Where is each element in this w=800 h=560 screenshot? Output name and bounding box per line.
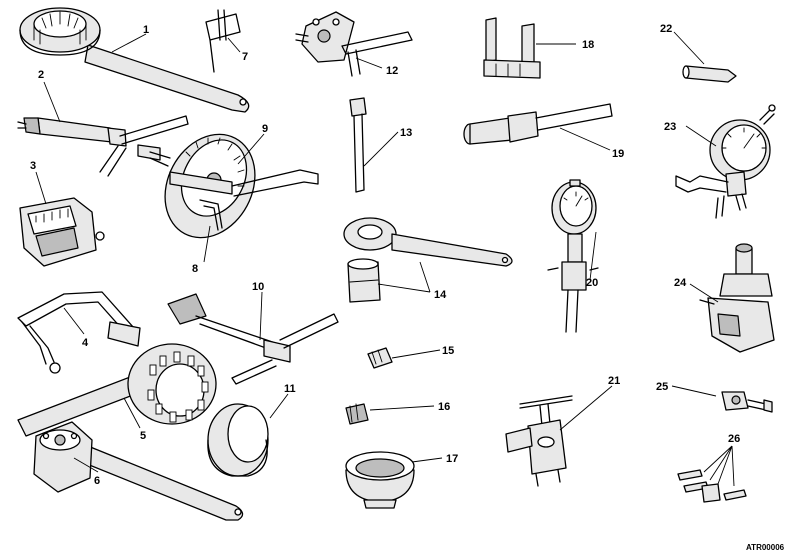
tool-24-press-fixture (699, 243, 775, 353)
callout-5: 5 (140, 430, 146, 442)
callout-14: 14 (434, 289, 447, 301)
callout-26: 26 (728, 433, 740, 445)
tool-11-bushing-ring (207, 403, 269, 477)
callout-7: 7 (242, 51, 248, 63)
tool-20-bore-dial-gauge (547, 179, 599, 333)
tool-5-flywheel-holder (17, 343, 217, 437)
callout-19: 19 (612, 148, 624, 160)
tool-2-puller-t-handle (17, 115, 189, 177)
callout-20: 20 (586, 277, 598, 289)
tool-14-pin-wrench (343, 217, 513, 303)
tool-23-dial-gauge-arm (675, 104, 776, 219)
callout-23: 23 (664, 121, 676, 133)
callout-22: 22 (660, 23, 672, 35)
drawing-reference-code: ATR00006 (746, 543, 785, 552)
tool-13-drift-pin (349, 97, 367, 193)
callout-24: 24 (674, 277, 687, 289)
tool-16-plug (345, 403, 369, 425)
tool-7-t-bar-pin (205, 9, 241, 73)
tool-26-pin-set (677, 469, 747, 503)
callout-11: 11 (284, 383, 296, 395)
callout-17: 17 (446, 453, 458, 465)
callout-25: 25 (656, 381, 668, 393)
callout-6: 6 (94, 475, 100, 487)
callout-21: 21 (608, 375, 620, 387)
tool-4-cranked-rod (17, 291, 141, 374)
callout-16: 16 (438, 401, 450, 413)
tool-18-fork-gauge (483, 17, 541, 79)
callout-12: 12 (386, 65, 398, 77)
callout-4: 4 (82, 337, 89, 349)
tool-1-ring-nut-spanner (19, 7, 250, 113)
tool-15-plug (367, 347, 393, 369)
leader-lines (35, 31, 735, 487)
callout-13: 13 (400, 127, 412, 139)
tool-22-pin (682, 65, 737, 83)
callout-18: 18 (582, 39, 594, 51)
tool-12-sprocket-holder (295, 11, 413, 77)
callout-8: 8 (192, 263, 198, 275)
tool-17-filter-cap-wrench (345, 451, 415, 509)
tool-9-degree-disc (164, 133, 319, 239)
callout-2: 2 (38, 69, 44, 81)
tool-19-shaft-installer (463, 103, 613, 145)
callout-9: 9 (262, 123, 268, 135)
tool-25-bolt-adapter (721, 391, 773, 413)
tool-3-gauge-block (19, 197, 105, 267)
tool-6-socket-spanner (33, 421, 244, 521)
callout-15: 15 (442, 345, 454, 357)
callout-labels: 1 2 3 4 5 6 7 8 9 10 11 12 13 14 15 16 1… (30, 23, 740, 487)
callout-10: 10 (252, 281, 264, 293)
callout-3: 3 (30, 160, 36, 172)
tool-10-t-handle-extractor (167, 293, 339, 385)
callout-1: 1 (143, 24, 149, 36)
tool-21-t-screw-fixture (505, 395, 573, 487)
